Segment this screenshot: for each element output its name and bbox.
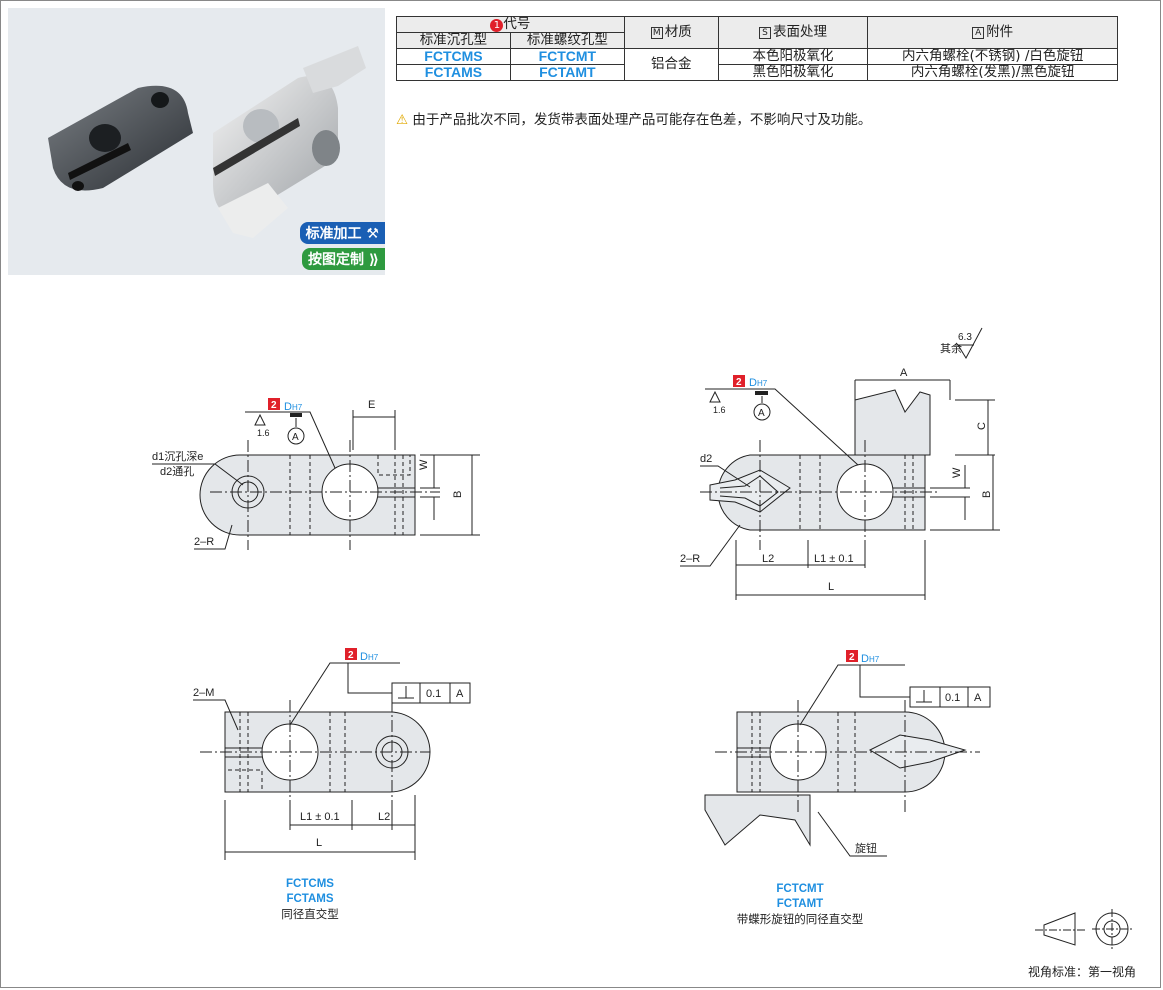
table-row: FCTCMS FCTCMT 铝合金 本色阳极氧化 内六角螺栓(不锈钢) /白色旋… [396,48,1118,81]
svg-text:2: 2 [736,377,742,388]
roughness-63: 6.3 [958,332,972,343]
dim-B-right: B [981,491,993,498]
code-cell[interactable]: FCTAMT [509,64,625,81]
dim-C: C [976,422,988,430]
dim-L2: L2 [762,553,774,565]
dim-E: E [368,399,375,411]
dim-A: A [900,367,908,379]
table-row: FCTAMS FCTAMT 黑色阳极氧化 内六角螺栓(发黑)/黑色旋钮 [396,64,1118,81]
code-cell[interactable]: FCTAMS [396,64,511,81]
view-bottom-left: L1 ± 0.1 L2 L 2 D H7 0.1 A 2–M [193,648,471,860]
dim-L: L [828,581,834,593]
svg-text:H7: H7 [869,655,880,664]
number-1-icon: 1 [490,19,504,32]
svg-text:H7: H7 [292,403,303,412]
d1-label: d1沉孔深e [152,450,203,463]
perpendicularity-value-right: 0.1 [945,692,960,704]
svg-text:1.6: 1.6 [713,405,726,415]
surface-icon: S [759,27,771,39]
dim-W-right: W [951,467,963,478]
R-label: 2–R [194,536,214,548]
accessory-cell: 内六角螺栓(发黑)/黑色旋钮 [867,64,1118,81]
R-label-right: 2–R [680,553,700,565]
surface-rest-label: 其余 [940,341,962,355]
warning-icon: ⚠ [396,112,409,128]
svg-text:A: A [758,408,765,419]
svg-text:H7: H7 [368,653,379,662]
svg-text:D: D [360,651,368,663]
custom-drawing-badge[interactable]: 按图定制 ⟫ [302,248,385,270]
svg-text:2: 2 [348,650,354,661]
right-caption: FCTCMT FCTAMT 带蝶形旋钮的同径直交型 [736,883,864,926]
knob-label: 旋钮 [855,841,877,855]
bore-D: D [284,401,292,413]
view-top-right: A C B W L2 L1 ± 0.1 L 2 D H7 A 1.6 d2 2–… [680,367,1000,600]
roughness-symbol [957,327,983,360]
first-angle-projection-icon [1035,909,1132,949]
M-label: 2–M [193,687,214,699]
code-cell[interactable]: FCTCMS [396,48,511,65]
accessory-icon: A [972,27,985,39]
standard-processing-badge[interactable]: 标准加工 ⚒ [299,222,385,244]
product-render [48,46,366,238]
dim-W: W [418,459,430,470]
accessory-cell: 内六角螺栓(不锈钢) /白色旋钮 [867,48,1118,65]
dim-L2-bottom: L2 [378,811,390,823]
svg-text:A: A [292,432,299,443]
perpendicularity-value: 0.1 [426,688,441,700]
surface-cell: 黑色阳极氧化 [717,64,869,81]
wrench-icon: ⚒ [361,226,379,242]
material-icon: M [650,27,663,39]
view-top-left: B W E 2 D H7 A 1.6 d1沉孔深e d2通孔 2–R [152,398,480,550]
arrow-icon: ⟫ [364,252,379,268]
svg-text:D: D [749,377,757,389]
surface-cell: 本色阳极氧化 [717,48,869,65]
left-caption: FCTCMS FCTAMS 同径直交型 [281,878,339,921]
col-thread: 标准螺纹孔型 [509,32,625,49]
svg-text:A: A [456,688,464,700]
dim-L-bottom: L [316,837,322,849]
svg-text:2: 2 [271,400,277,411]
svg-text:2: 2 [849,652,855,663]
dim-L1-bottom: L1 ± 0.1 [300,811,340,823]
d2-label-right: d2 [700,453,712,465]
product-photo: 标准加工 ⚒ 按图定制 ⟫ [8,8,385,275]
dim-B: B [452,491,464,498]
svg-text:A: A [974,692,982,704]
dim-L1: L1 ± 0.1 [814,553,854,565]
projection-standard: 视角标准：第一视角 [1028,965,1137,979]
svg-text:D: D [861,653,869,665]
svg-text:1.6: 1.6 [257,428,270,438]
material-cell: 铝合金 [623,48,719,81]
view-bottom-right: 2 D H7 0.1 A 旋钮 [704,650,991,857]
d2-label: d2通孔 [160,465,194,478]
svg-text:H7: H7 [757,379,768,388]
color-note: ⚠ 由于产品批次不同，发货带表面处理产品可能存在色差，不影响尺寸及功能。 [396,112,872,128]
